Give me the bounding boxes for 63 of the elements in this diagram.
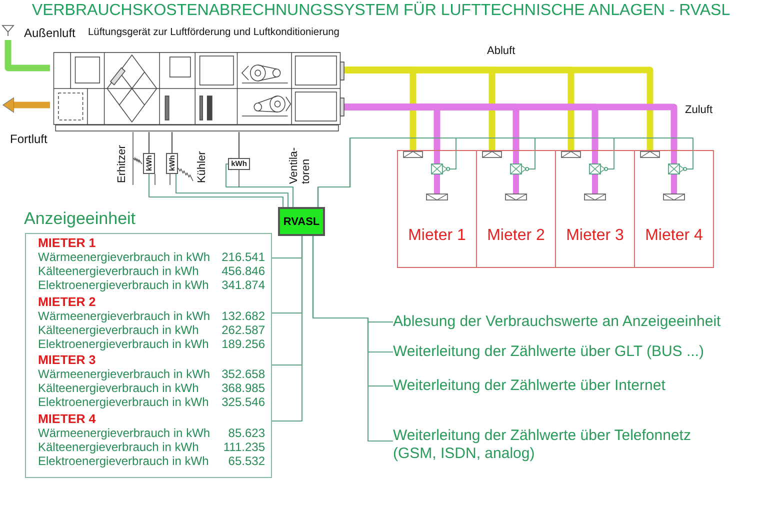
component-label: Kühler [196, 150, 208, 183]
reading-label: Wärmeenergieverbrauch in kWh [38, 309, 210, 323]
exhaust-air-arrow [2, 97, 50, 113]
signal-line [312, 236, 393, 442]
room-label: Mieter 2 [486, 226, 546, 245]
signal-line [148, 174, 284, 207]
reading-value: 341.874 [222, 278, 265, 292]
unit-heading: Lüftungsgerät zur Luftförderung und Luftkonditionierung [88, 27, 340, 39]
note-text: Weiterleitung der Zählwerte über GLT (BUS ...) [393, 343, 753, 361]
reading-value: 456.846 [222, 264, 265, 278]
tenant-room [476, 150, 556, 268]
tenant-heading: MIETER 2 [38, 295, 96, 309]
reading-value: 132.682 [222, 309, 265, 323]
tenant-room [397, 150, 477, 268]
note-text: Weiterleitung der Zählwerte über Telefonnetz (GSM, ISDN, analog) [393, 427, 728, 463]
pipe-line [148, 132, 150, 153]
reading-value: 325.546 [222, 395, 265, 409]
signal-line [225, 163, 294, 207]
tenant-room [634, 150, 714, 268]
room-label: Mieter 4 [644, 226, 704, 245]
reading-label: Wärmeenergieverbrauch in kWh [38, 250, 210, 264]
reading-value: 262.587 [222, 323, 265, 337]
room-label: Mieter 1 [407, 226, 467, 245]
controller-box: RVASL [278, 207, 325, 236]
component-label: Erhitzer [116, 144, 128, 183]
air-label: Fortluft [10, 133, 48, 146]
reading-value: 216.541 [222, 250, 265, 264]
reading-label: Elektroenergieverbrauch in kWh [38, 395, 209, 409]
reading-label: Kälteenergieverbrauch in kWh [38, 264, 199, 278]
title: VERBRAUCHSKOSTENABRECHNUNGSSYSTEM FÜR LUFTTECHNISCHE ANLAGEN - RVASL [30, 2, 732, 20]
reading-label: Kälteenergieverbrauch in kWh [38, 381, 199, 395]
component-label: Ventila- toren [288, 146, 313, 184]
supply-air-duct [344, 104, 678, 150]
duct-label: Abluft [487, 45, 516, 57]
reading-value: 111.235 [223, 440, 265, 454]
signal-line [271, 236, 303, 422]
reading-value: 352.658 [222, 367, 265, 381]
air-label: Außenluft [24, 27, 76, 40]
reading-label: Kälteenergieverbrauch in kWh [38, 323, 199, 337]
reading-label: Elektroenergieverbrauch in kWh [38, 454, 209, 468]
reading-value: 368.985 [222, 381, 265, 395]
pipe-line [238, 132, 240, 158]
reading-label: Kälteenergieverbrauch in kWh [38, 440, 199, 454]
pipe-line [171, 132, 173, 153]
tenant-heading: MIETER 4 [38, 412, 96, 426]
reading-label: Wärmeenergieverbrauch in kWh [38, 367, 210, 381]
tenant-room [555, 150, 635, 268]
reading-value: 189.256 [222, 337, 265, 351]
reading-label: Elektroenergieverbrauch in kWh [38, 278, 209, 292]
extract-air-duct [344, 66, 654, 150]
reading-label: Elektroenergieverbrauch in kWh [38, 337, 209, 351]
panel-heading: Anzeigeeinheit [24, 209, 136, 229]
reading-value: 85.623 [228, 426, 265, 440]
note-text: Weiterleitung der Zählwerte über Internet [393, 377, 753, 395]
reading-label: Wärmeenergieverbrauch in kWh [38, 426, 210, 440]
duct-label: Zuluft [685, 104, 713, 116]
tenant-heading: MIETER 3 [38, 353, 96, 367]
note-text: Ablesung der Verbrauchswerte an Anzeigeeinheit [393, 313, 753, 331]
signal-line [317, 137, 694, 207]
signal-line [175, 174, 289, 207]
tenant-heading: MIETER 1 [38, 236, 96, 250]
reading-value: 65.532 [228, 454, 265, 468]
room-label: Mieter 3 [565, 226, 625, 245]
